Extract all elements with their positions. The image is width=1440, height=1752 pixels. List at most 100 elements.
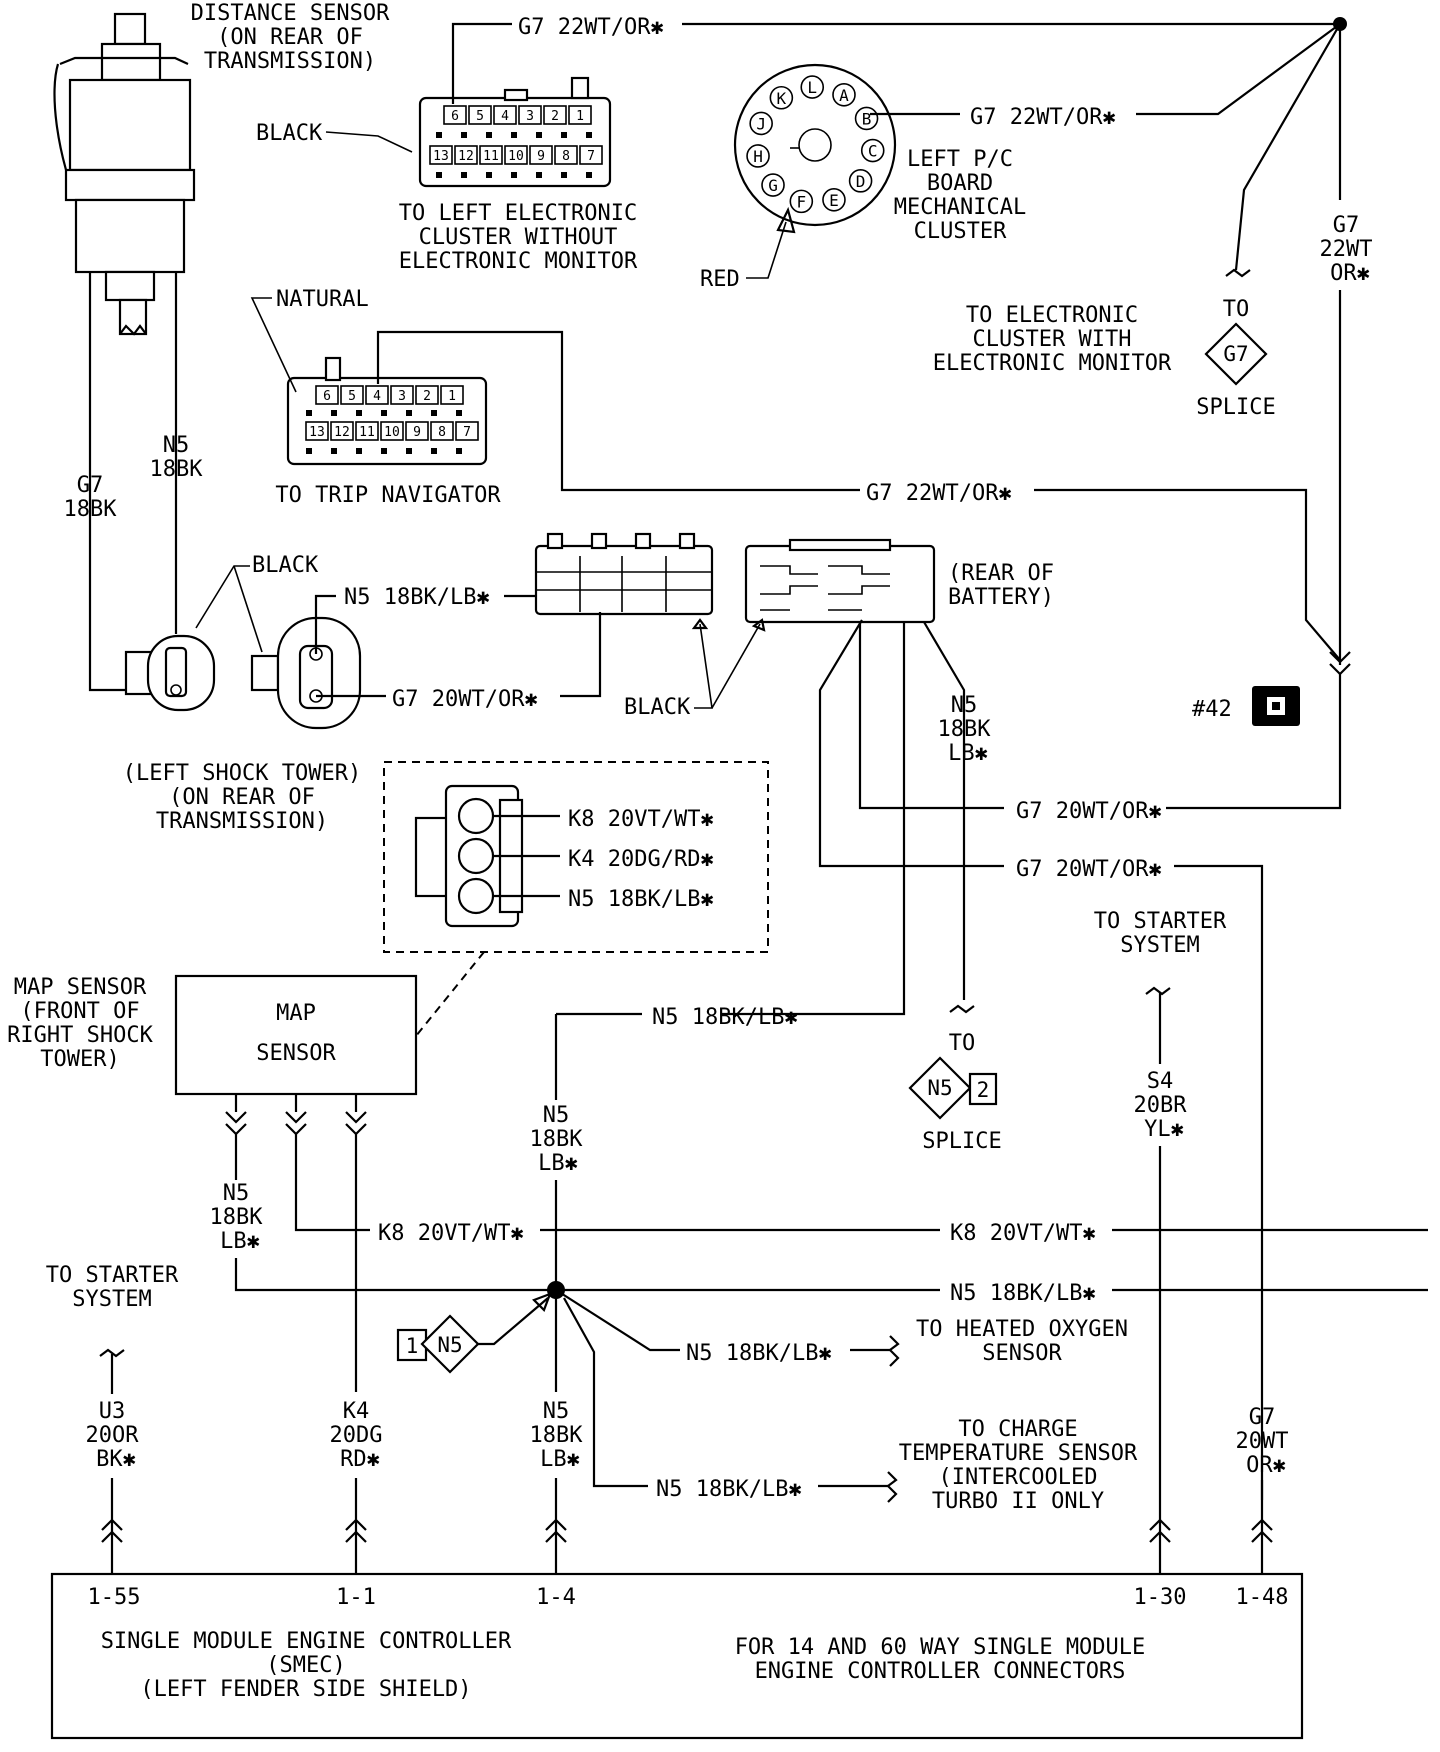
round-pin-letter: F (797, 192, 807, 211)
natural-label: NATURAL (276, 287, 369, 312)
cut-mark (949, 1004, 975, 1014)
connector-pin-cell (455, 421, 479, 441)
connector-contact (461, 172, 467, 178)
wire-k8-map (294, 1094, 370, 1232)
svg-text:N5: N5 (927, 1076, 952, 1100)
left-cluster-label: CLUSTER WITHOUT (419, 225, 618, 250)
wire-k8-label: K8 20VT/WT✱ (568, 807, 714, 832)
arrow-head (751, 618, 766, 632)
connector-pin-number: 3 (526, 109, 534, 124)
n5-18bklb-label-map: 18BK (210, 1205, 264, 1230)
connector-contact (461, 132, 467, 138)
n5-18bklb-label-lower: N5 (543, 1399, 570, 1424)
pointer (233, 565, 263, 653)
cut-mark (99, 1348, 125, 1358)
electronic-cluster-label: ELECTRONIC MONITOR (933, 351, 1172, 376)
connector-contact (356, 448, 362, 454)
round-pin-letter: H (753, 147, 763, 166)
svg-text:N5: N5 (437, 1333, 462, 1357)
n5-18bklb-label-center: N5 (543, 1103, 570, 1128)
g7-vertical-label: 22WT (1320, 237, 1373, 262)
shock-tower-connector-2 (250, 616, 362, 730)
map-sensor-box-label: SENSOR (256, 1041, 336, 1066)
arrow-head (776, 206, 796, 234)
smec-pin-1-48: 1-48 (1236, 1585, 1289, 1610)
svg-text:1: 1 (406, 1334, 419, 1358)
connector-pin-number: 6 (451, 109, 459, 124)
wire-n5-18bklb-label: N5 18BK/LB✱ (652, 1005, 798, 1030)
wire-n5-map (234, 1258, 556, 1292)
trip-navigator-label: TO TRIP NAVIGATOR (275, 483, 501, 508)
connector-pin-number: 11 (483, 149, 499, 164)
smec-pin-1-1: 1-1 (336, 1585, 376, 1610)
connector-pin-cell (305, 421, 329, 441)
smec-connectors-label: ENGINE CONTROLLER CONNECTORS (755, 1659, 1126, 1684)
connector-pin-number: 4 (501, 109, 509, 124)
connector-contact (586, 172, 592, 178)
wire-g7-22wtor-vertical (1166, 674, 1342, 810)
connector-contact (306, 410, 312, 416)
connector-pin-number: 5 (348, 389, 356, 404)
connector-pin-cell (340, 385, 364, 405)
smec-label: (LEFT FENDER SIDE SHIELD) (140, 1677, 471, 1702)
wire-n5-splice1 (478, 1297, 549, 1346)
cut-mark (1145, 986, 1171, 996)
connector-pin-number: 10 (508, 149, 524, 164)
connector-pin-cell (429, 145, 453, 165)
map-sensor-box (174, 974, 418, 1096)
connector-contact (586, 132, 592, 138)
round-pin-letter: J (756, 114, 766, 133)
pc-board-label: LEFT P/C (907, 147, 1013, 172)
s4-label: S4 (1147, 1069, 1174, 1094)
connector-pin-number: 13 (309, 425, 325, 440)
svg-text:G7: G7 (1223, 342, 1248, 366)
splice-label: SPLICE (922, 1129, 1001, 1154)
to-label: TO (949, 1031, 976, 1056)
to-heated-oxygen-label: TO HEATED OXYGEN (916, 1317, 1128, 1342)
smec-connectors-label: FOR 14 AND 60 WAY SINGLE MODULE (735, 1635, 1146, 1660)
n5-18bklb-label: LB✱ (948, 741, 988, 766)
k4-label: RD✱ (340, 1447, 380, 1472)
cut-mark (886, 1471, 898, 1503)
wire-smec-in (110, 1478, 1264, 1574)
to-label: TO (1223, 297, 1250, 322)
connector-pin-cell (579, 145, 603, 165)
connector-pin-cell (529, 145, 553, 165)
s4-label: YL✱ (1144, 1117, 1184, 1142)
g7-vertical-label: G7 (1333, 213, 1360, 238)
wire-g7-20wtor-label: G7 20WT/OR✱ (1016, 799, 1162, 824)
left-cluster-label: ELECTRONIC MONITOR (399, 249, 638, 274)
wire-k4-label: K4 20DG/RD✱ (568, 847, 714, 872)
connector-pin-number: 5 (476, 109, 484, 124)
round-pin (746, 144, 770, 168)
wire-n5-18bklb-label: N5 18BK/LB✱ (344, 585, 490, 610)
connector-pin-cell (518, 105, 542, 125)
connector-contact (431, 410, 437, 416)
connector-contact (486, 172, 492, 178)
smec-pin-1-4: 1-4 (536, 1585, 576, 1610)
round-pin (822, 188, 846, 212)
g7-18bk-label: 18BK (64, 497, 118, 522)
wire-n5-label: N5 18BK/LB✱ (568, 887, 714, 912)
n5-18bk-label: N5 (163, 433, 190, 458)
connector-pin-cell (355, 421, 379, 441)
connector-pin-number: 1 (448, 389, 456, 404)
svg-text:2: 2 (977, 1078, 990, 1102)
to-charge-temp-label: (INTERCOOLED (939, 1465, 1098, 1490)
n5-18bklb-label: 18BK (938, 717, 992, 742)
black-label-battery: BLACK (624, 695, 691, 720)
wire-n5-charge-temp (563, 1297, 648, 1488)
map-sensor-label: (FRONT OF (20, 999, 139, 1024)
connector-pin-cell (443, 105, 467, 125)
connector-pin-cell (543, 105, 567, 125)
n5-18bklb-label-lower: LB✱ (540, 1447, 580, 1472)
connector-contact (561, 172, 567, 178)
wire-g7-20wtor-batt (1174, 864, 1264, 1500)
connector-pin-number: 7 (587, 149, 595, 164)
round-pin-letter: B (862, 109, 872, 128)
connector-pin-cell (365, 385, 389, 405)
left-shock-tower-label: (LEFT SHOCK TOWER) (123, 761, 361, 786)
g7-20wtor-label-lower: OR✱ (1246, 1453, 1286, 1478)
map-sensor-box-label: MAP (276, 1001, 316, 1026)
